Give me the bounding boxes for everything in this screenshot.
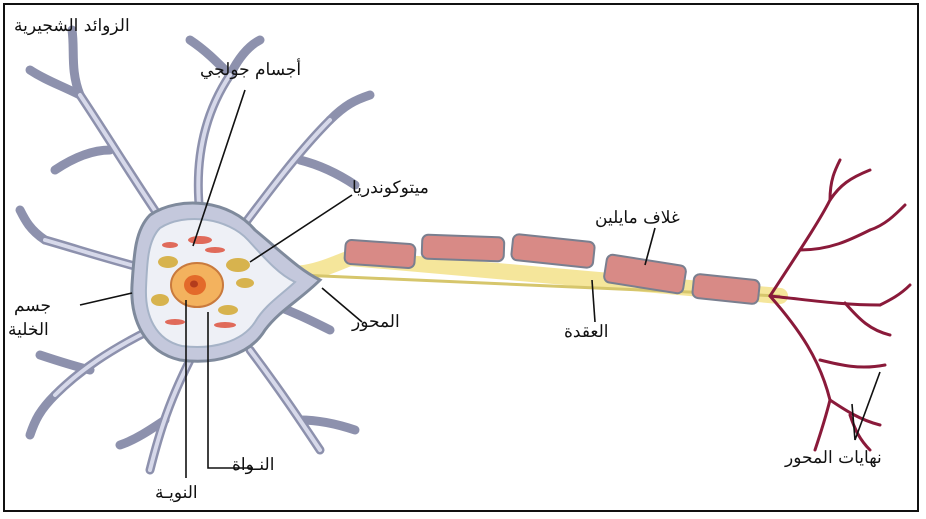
label-nucleus: النـواة: [232, 455, 274, 475]
label-cell-body-line1: جسم: [14, 296, 51, 316]
axon-terminals: [770, 160, 910, 450]
label-nucleolus: النويـة: [155, 483, 198, 503]
label-dendrites: الزوائد الشجيرية: [14, 16, 130, 36]
label-myelin: غلاف مايلين: [595, 208, 680, 228]
label-axon-terminals: نهايات المحور: [785, 448, 882, 468]
label-node: العقدة: [564, 322, 609, 342]
label-cell-body-line2: الخلية: [8, 320, 49, 340]
label-golgi: أجسام جولجي: [200, 60, 301, 80]
label-axon: المحور: [352, 312, 400, 332]
label-mitochondria: ميتوكوندريا: [352, 178, 429, 198]
